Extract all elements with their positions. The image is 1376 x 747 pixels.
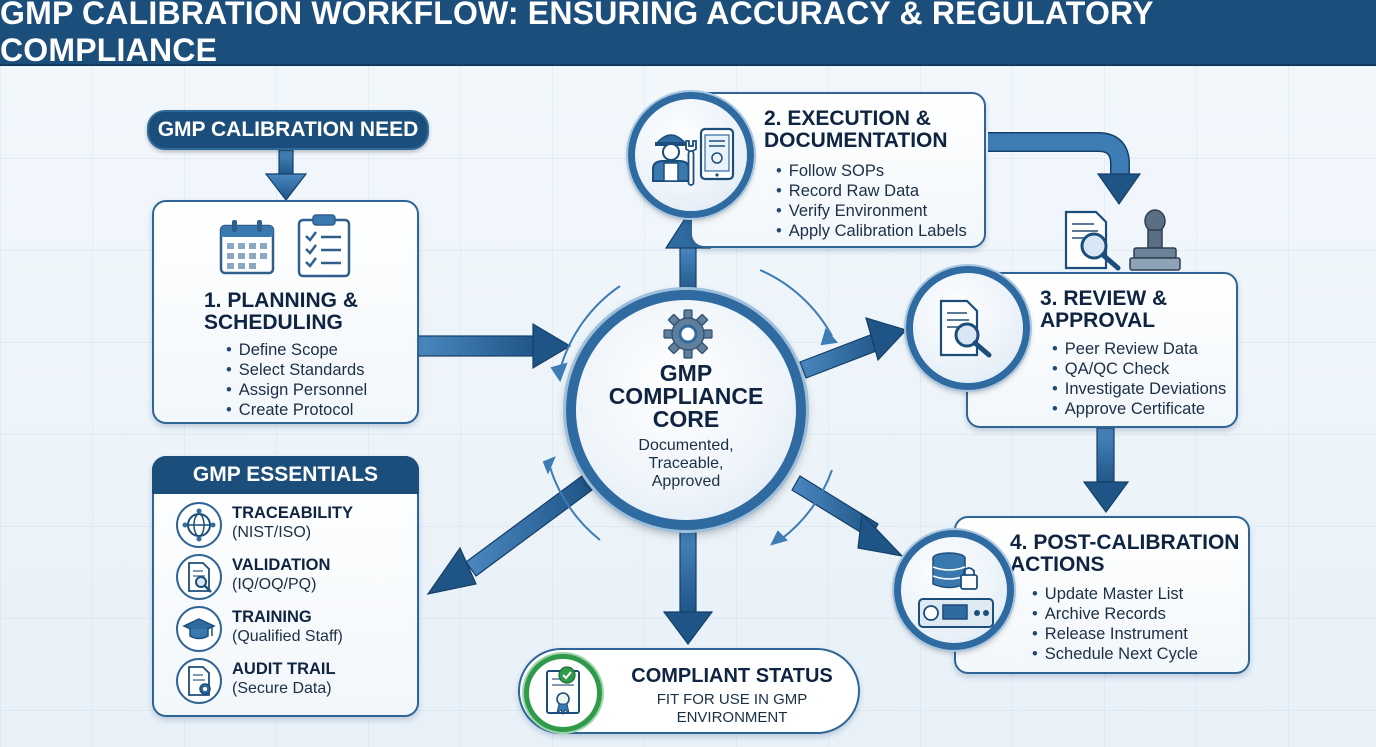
- review-card: 3. REVIEW & APPROVAL Peer Review Data QA…: [966, 272, 1238, 428]
- arrow-core-to-post: [791, 475, 904, 557]
- certificate-check-icon: [524, 654, 602, 732]
- header-banner: GMP CALIBRATION WORKFLOW: ENSURING ACCUR…: [0, 0, 1376, 68]
- database-lock-icon: [932, 552, 978, 590]
- graduation-cap-icon: [176, 606, 222, 652]
- execution-list: Follow SOPs Record Raw Data Verify Envir…: [776, 161, 967, 241]
- list-item: Define Scope: [226, 340, 367, 360]
- list-item: Select Standards: [226, 360, 367, 380]
- calendar-icon: [219, 220, 275, 275]
- list-item: Archive Records: [1032, 604, 1198, 624]
- arrow-core-to-review: [799, 317, 908, 379]
- cycle-arrows: [542, 269, 838, 546]
- list-item: Peer Review Data: [1052, 339, 1226, 359]
- core-subtitle: Documented, Traceable, Approved: [638, 437, 734, 490]
- execution-icon-circle: [628, 92, 754, 218]
- list-item: QA/QC Check: [1052, 359, 1226, 379]
- arrow-execution-to-review: [988, 132, 1142, 206]
- list-item: Verify Environment: [776, 201, 967, 221]
- essentials-header: GMP ESSENTIALS: [152, 456, 419, 494]
- page-title: GMP CALIBRATION WORKFLOW: ENSURING ACCUR…: [0, 0, 1154, 68]
- execution-title: 2. EXECUTION & DOCUMENTATION: [764, 107, 948, 152]
- review-list: Peer Review Data QA/QC Check Investigate…: [1052, 339, 1226, 419]
- post-calibration-icon-circle: [894, 530, 1014, 650]
- review-title: 3. REVIEW & APPROVAL: [1040, 287, 1168, 332]
- list-item: Create Protocol: [226, 400, 367, 420]
- compliance-core: GMP COMPLIANCE CORE Documented, Traceabl…: [566, 290, 806, 530]
- wrench-icon: [685, 140, 697, 186]
- document-search-icon: [176, 554, 222, 600]
- list-item: Record Raw Data: [776, 181, 967, 201]
- network-globe-icon: [176, 502, 222, 548]
- list-item: Release Instrument: [1032, 624, 1198, 644]
- planning-list: Define Scope Select Standards Assign Per…: [226, 340, 367, 420]
- compliant-status-title: COMPLIANT STATUS: [631, 665, 833, 687]
- list-item: Update Master List: [1032, 584, 1198, 604]
- post-calibration-card: 4. POST-CALIBRATION ACTIONS Update Maste…: [954, 516, 1250, 674]
- list-item: Assign Personnel: [226, 380, 367, 400]
- arrow-core-to-status: [662, 525, 714, 645]
- instrument-icon: [918, 598, 994, 628]
- approval-stamp-icon: [1129, 209, 1181, 271]
- essentials-title: GMP ESSENTIALS: [192, 463, 379, 486]
- review-icon-circle: [906, 266, 1030, 390]
- tablet-certificate-icon: [699, 127, 735, 181]
- calibration-need-badge: GMP CALIBRATION NEED: [147, 110, 429, 150]
- checklist-icon: [297, 214, 351, 278]
- post-calibration-list: Update Master List Archive Records Relea…: [1032, 584, 1198, 664]
- calibration-need-label: GMP CALIBRATION NEED: [157, 118, 419, 141]
- list-item: Follow SOPs: [776, 161, 967, 181]
- planning-title: 1. PLANNING & SCHEDULING: [204, 289, 359, 334]
- planning-card: 1. PLANNING & SCHEDULING Define Scope Se…: [152, 200, 419, 424]
- secure-document-icon: [176, 658, 222, 704]
- arrow-planning-to-core: [417, 322, 572, 370]
- document-magnifier-icon: [1064, 210, 1121, 271]
- gear-icon: [663, 309, 713, 359]
- list-item: Schedule Next Cycle: [1032, 644, 1198, 664]
- core-title: GMP COMPLIANCE CORE: [608, 360, 764, 432]
- arrow-review-to-post: [1082, 427, 1130, 514]
- compliant-status-card: COMPLIANT STATUS FIT FOR USE IN GMP ENVI…: [518, 648, 860, 734]
- arrow-core-to-essentials: [426, 475, 593, 595]
- post-calibration-title: 4. POST-CALIBRATION ACTIONS: [1010, 531, 1240, 576]
- essentials-card: GMP ESSENTIALS TRACEABILITY (NIST/ISO) V…: [152, 456, 419, 717]
- list-item: Apply Calibration Labels: [776, 221, 967, 241]
- list-item: Approve Certificate: [1052, 399, 1226, 419]
- list-item: Investigate Deviations: [1052, 379, 1226, 399]
- compliant-status-subtitle: FIT FOR USE IN GMP ENVIRONMENT: [656, 691, 808, 726]
- document-magnifier-icon: [939, 299, 992, 358]
- arrow-need-to-planning: [264, 149, 308, 201]
